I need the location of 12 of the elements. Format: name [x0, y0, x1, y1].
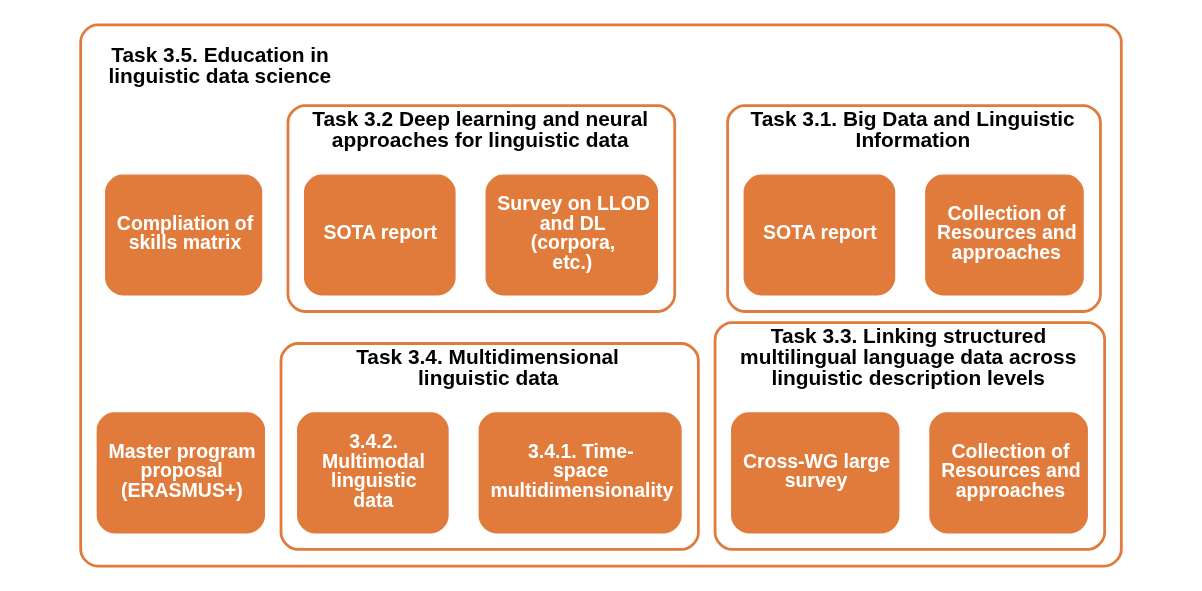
node-box: 3.4.2. Multimodal linguistic data: [297, 412, 449, 534]
cluster: [79, 23, 1123, 568]
node-box: Survey on LLOD and DL (corpora, etc.): [485, 174, 659, 296]
node-box: Master program proposal (ERASMUS+): [96, 412, 266, 534]
node-box: Collection of Resources and approaches: [925, 174, 1084, 296]
node-box: Cross-WG large survey: [731, 412, 900, 534]
node-box: SOTA report: [743, 174, 896, 296]
node-box: Compliation of skills matrix: [105, 174, 263, 296]
node-box: Collection of Resources and approaches: [929, 412, 1088, 534]
label: Task 3.5. Education in linguistic data science: [108, 43, 332, 88]
node-box: 3.4.1. Time-space multidimensionality: [478, 412, 682, 534]
node-box: SOTA report: [304, 174, 456, 296]
